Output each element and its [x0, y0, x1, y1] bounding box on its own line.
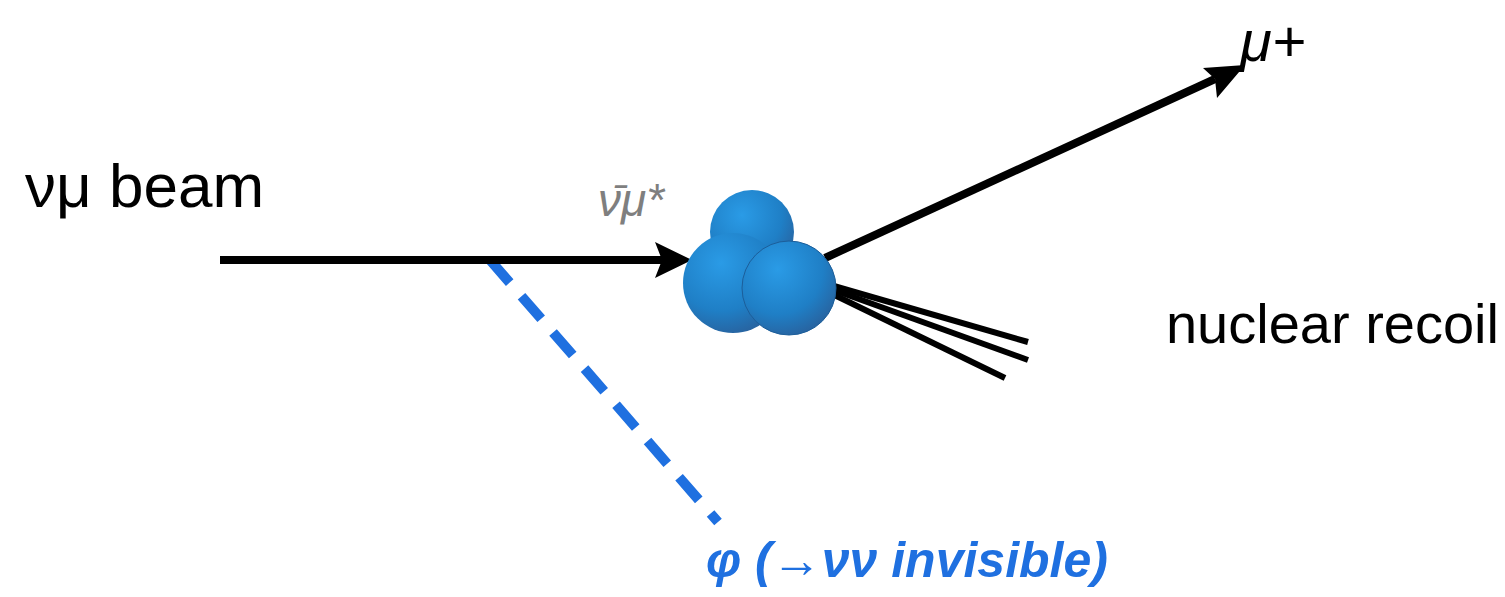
beam-label: νμ beam [25, 150, 264, 221]
phi-label: φ (→νν invisible) [706, 532, 1108, 590]
phi-dashed-line [490, 260, 718, 522]
recoil-label: nuclear recoil [1166, 292, 1499, 356]
recoil-line [820, 282, 1028, 342]
muon-label: μ+ [1240, 8, 1306, 75]
beam-line [220, 256, 662, 264]
muon-line [825, 79, 1215, 258]
muon-arrowhead [1203, 65, 1245, 98]
recoil-line [820, 288, 1005, 378]
nucleon [742, 241, 836, 335]
recoil-line [820, 285, 1028, 360]
virtual-antineutrino-label: ν̄μ* [598, 174, 664, 227]
